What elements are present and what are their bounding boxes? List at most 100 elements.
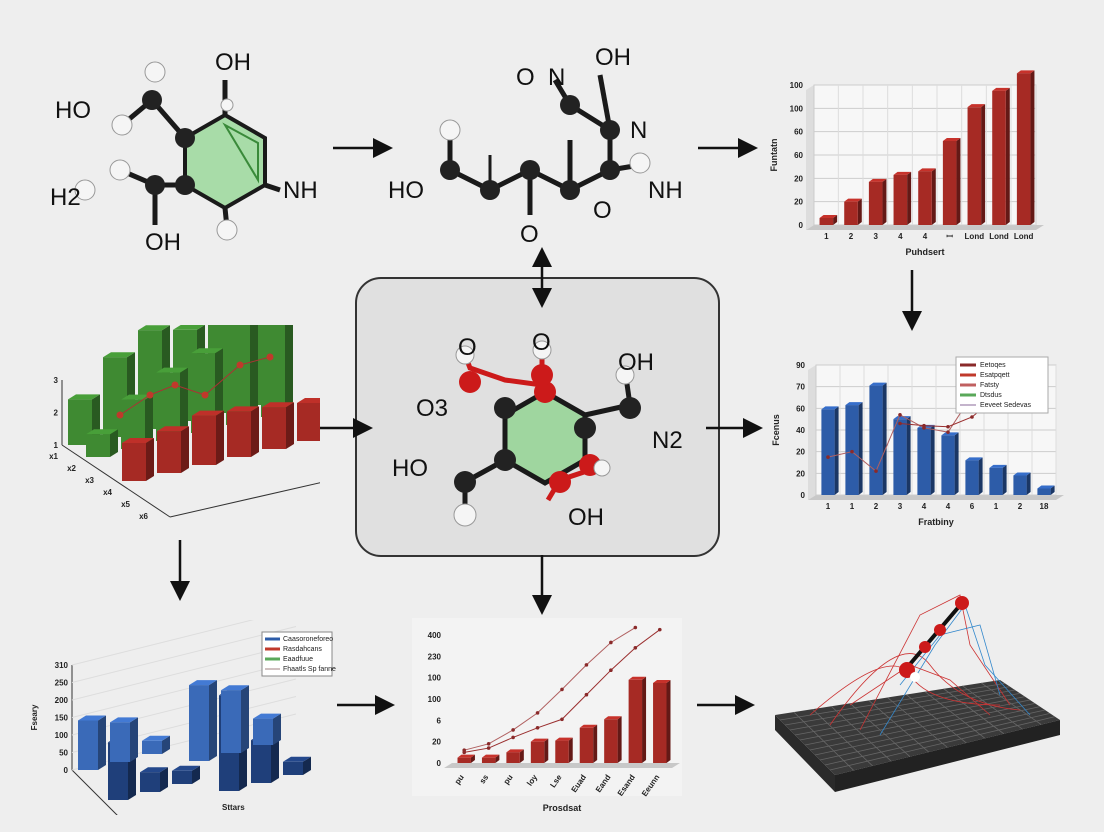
bar-side	[285, 325, 293, 417]
bar-side	[241, 685, 249, 753]
y-tick-label: 20	[432, 738, 441, 747]
bar-side	[1026, 472, 1031, 495]
bar-side	[160, 767, 168, 792]
y-axis-label: Funtatn	[770, 139, 779, 172]
y-tick-label: 20	[796, 448, 805, 457]
atom-label: N	[630, 117, 647, 144]
bar-side	[470, 754, 475, 763]
bar	[868, 181, 883, 225]
x-tick-label: Lse	[548, 773, 564, 790]
bar	[261, 325, 285, 417]
bar-top	[253, 713, 281, 719]
bar-top	[192, 410, 224, 416]
x-tick-label: loy	[525, 773, 539, 788]
bar-top	[283, 756, 311, 762]
bar-top	[992, 87, 1010, 91]
bar	[821, 409, 835, 495]
y-tick-label: 100	[428, 695, 442, 704]
bar-side	[930, 424, 935, 495]
x-tick-label: 1	[824, 232, 829, 241]
bar-top	[628, 676, 647, 680]
bar	[253, 718, 273, 745]
atom-label: O3	[416, 395, 448, 422]
bar-top	[1016, 70, 1035, 74]
bar-top	[942, 138, 961, 141]
line-point	[560, 687, 564, 692]
bar-top	[481, 754, 500, 758]
legend-label: Fatsty	[980, 382, 1000, 389]
x-tick-label: 4	[946, 502, 951, 511]
bar-top	[227, 406, 259, 412]
x-tick-label: 4	[922, 502, 927, 511]
bar-side	[882, 382, 887, 495]
bar-side	[1002, 464, 1007, 495]
y-tick-label: 60	[796, 404, 805, 413]
bar-side	[216, 410, 224, 465]
bar	[189, 685, 209, 761]
y-tick-label: 20	[796, 469, 805, 478]
y-tick-label: 40	[796, 426, 805, 435]
x-tick-label: 2	[849, 232, 854, 241]
bar-side	[181, 426, 189, 473]
x-tick-label: x5	[121, 500, 130, 509]
line-point	[633, 625, 638, 630]
bar	[457, 757, 471, 763]
line-point	[171, 381, 179, 389]
line-point	[462, 750, 467, 755]
line-point	[609, 668, 613, 672]
bar-side	[130, 717, 138, 762]
bar	[942, 141, 957, 225]
bar-side	[834, 406, 839, 495]
bar-side	[145, 394, 153, 449]
bar-side	[568, 737, 573, 763]
line-point	[511, 728, 515, 732]
atom-label: H2	[50, 184, 81, 211]
x-tick-label: 2	[1018, 502, 1023, 511]
bar	[227, 411, 251, 457]
atom-label: O	[516, 64, 535, 91]
atom-label: N2	[652, 427, 683, 454]
bar-side	[956, 138, 961, 225]
atom-label: HO	[392, 455, 428, 482]
y-tick-label: 0	[437, 759, 442, 768]
bar-top	[869, 382, 887, 386]
line-point	[898, 413, 902, 417]
x-tick-label: 3	[873, 232, 878, 241]
bar-top	[68, 394, 100, 400]
molecule-2: O N OH N HO NH O O	[388, 44, 683, 248]
line-point	[850, 449, 854, 454]
bar	[604, 719, 618, 763]
bar-side	[642, 676, 647, 763]
x-tick-label: ss	[478, 773, 491, 786]
line-point	[511, 735, 515, 740]
bar-top	[221, 685, 249, 691]
bar-side	[495, 754, 500, 763]
bar	[992, 90, 1006, 225]
bar-top	[78, 715, 106, 721]
atoms	[453, 340, 641, 527]
line-point	[116, 411, 124, 419]
bar-side	[271, 735, 279, 783]
bar-side	[978, 457, 983, 495]
line-point	[874, 469, 878, 473]
line-point	[946, 430, 950, 434]
x-tick-label: Eeunn	[640, 773, 661, 798]
atom-label: OH	[618, 349, 654, 376]
molecule-on-surface	[899, 596, 969, 682]
bar-side	[209, 680, 217, 761]
bar-side	[180, 367, 188, 441]
atom-label: OH	[215, 49, 251, 76]
bar	[78, 720, 98, 770]
bar-side	[286, 402, 294, 449]
x-tick-label: Lоnd	[1014, 232, 1034, 241]
line-point	[486, 746, 491, 750]
legend-label: Eaadfuue	[283, 656, 313, 663]
y-tick-label: 70	[796, 383, 805, 392]
bar-side	[250, 325, 258, 425]
x-tick-label: 1	[994, 502, 999, 511]
x-tick-label: 1	[850, 502, 855, 511]
bar-top	[893, 171, 912, 175]
y-tick-label: 6	[437, 716, 442, 725]
atom-label: NH	[283, 177, 318, 204]
